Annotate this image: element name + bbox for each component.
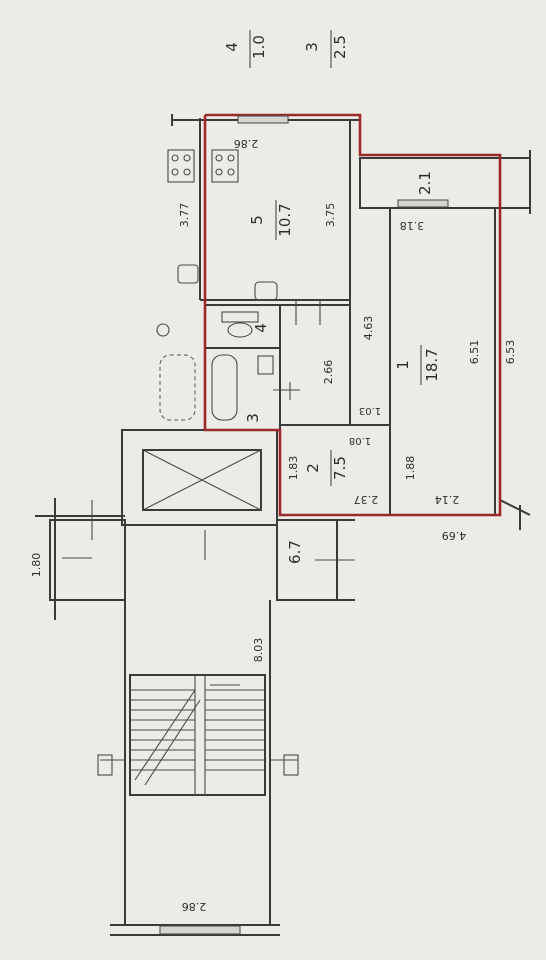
balcony-area: 2.1 (416, 171, 434, 195)
dim-left-height: 3.77 (178, 203, 191, 228)
window-room-5 (237, 115, 289, 124)
room-5-area: 10.7 (276, 203, 294, 236)
dim-hall-length: 1.83 (287, 456, 300, 481)
dim-hall-width: 2.37 (354, 493, 379, 506)
dim-top-width: 2.86 (234, 137, 259, 150)
dim-corridor-length: 8.03 (252, 638, 265, 663)
room-2-area: 7.5 (331, 456, 349, 480)
dim-closet-length: 1.88 (404, 456, 417, 481)
room-2-label: 2 7.5 (304, 450, 349, 486)
room-1-area: 18.7 (423, 348, 441, 381)
dim-room1-side: 4.63 (362, 316, 375, 341)
room-1-number: 1 (394, 360, 412, 370)
dim-balcony-width: 3.18 (400, 219, 425, 232)
dim-bottom-width: 4.69 (442, 529, 467, 542)
room-5-label: 5 10.7 (248, 200, 294, 240)
legend-left-denominator: 1.0 (250, 35, 268, 59)
dim-inner-height: 3.75 (324, 203, 337, 228)
stair-treads (130, 689, 265, 771)
stove-icon (167, 149, 239, 183)
dim-niche-width: 1.03 (359, 405, 381, 416)
dim-outer-length: 6.53 (504, 340, 517, 365)
dim-niche-depth: 1.08 (349, 435, 371, 446)
room-1-label: 1 18.7 (394, 345, 441, 385)
sink-icon (177, 264, 278, 301)
legend-top-left: 4 1.0 (223, 30, 268, 68)
apartment-outline (203, 113, 502, 517)
dim-room1-length: 6.51 (468, 340, 481, 365)
dim-closet-width: 2.14 (435, 493, 460, 506)
small-room-area: 6.7 (286, 540, 304, 564)
radiator-icon (62, 300, 355, 561)
legend-left-numerator: 4 (223, 42, 241, 52)
bathtub-icon (159, 354, 274, 421)
room-5-number: 5 (248, 215, 266, 225)
dim-bath-length: 2.66 (322, 360, 335, 385)
legend-right-numerator: 3 (303, 42, 321, 52)
dim-left-small: 1.80 (30, 553, 43, 578)
legend-right-denominator: 2.5 (331, 35, 349, 59)
dimension-labels: 2.86 3.77 3.75 3.18 4.63 6.51 6.53 2.66 … (30, 137, 517, 913)
legend-top-right: 3 2.5 (303, 30, 349, 68)
window-balcony (397, 199, 449, 208)
room-4-number: 4 (252, 323, 270, 333)
dim-stair-width: 2.86 (182, 900, 207, 913)
toilet-icon (156, 311, 259, 338)
room-2-number: 2 (304, 463, 322, 473)
room-3-number: 3 (244, 413, 262, 423)
